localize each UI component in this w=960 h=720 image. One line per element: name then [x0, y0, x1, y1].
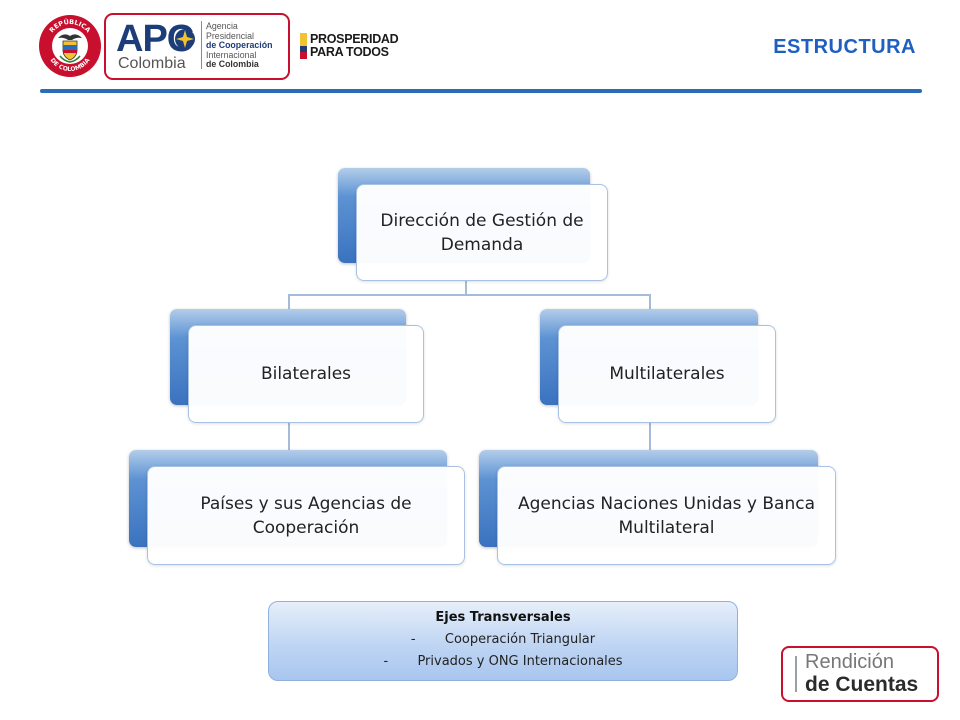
connector-root-down: [465, 280, 467, 296]
colombia-seal-logo: REPÚBLICA DE COLOMBIA: [39, 15, 101, 77]
rendicion-line1: Rendición: [805, 651, 894, 673]
node-label-panel: Bilaterales: [188, 325, 424, 423]
apc-star-icon: [175, 29, 195, 49]
page-title: ESTRUCTURA: [773, 36, 916, 58]
node-label-panel: Agencias Naciones Unidas y Banca Multila…: [497, 466, 836, 565]
ejes-item-text: Cooperación Triangular: [444, 632, 596, 647]
ejes-transversales-box: Ejes Transversales - Cooperación Triangul…: [268, 601, 738, 681]
ejes-item-bullet: -: [383, 654, 389, 669]
node-label: Bilaterales: [260, 364, 352, 384]
colombia-flag-icon: [300, 33, 307, 59]
org-node-root: Dirección de Gestión de Demanda: [338, 168, 608, 281]
connector-multilaterales-child: [649, 422, 651, 452]
org-node-agencias-naciones-unidas: Agencias Naciones Unidas y Banca Multila…: [479, 450, 836, 565]
apc-agency-line: Agencia: [206, 21, 238, 31]
rendicion-de-cuentas-logo: Rendición de Cuentas: [781, 646, 939, 702]
org-node-multilaterales: Multilaterales: [540, 309, 776, 423]
node-label-panel: Dirección de Gestión de Demanda: [356, 184, 608, 281]
rendicion-bar: [795, 656, 797, 692]
ejes-item: - Cooperación Triangular: [269, 632, 737, 647]
node-label: Agencias Naciones Unidas y Banca Multila…: [518, 493, 815, 538]
connector-right-down: [649, 294, 651, 310]
rendicion-line2: de Cuentas: [805, 673, 919, 696]
header-divider: [40, 89, 922, 93]
connector-horizontal: [288, 294, 651, 296]
connector-left-down: [288, 294, 290, 310]
node-label-panel: Países y sus Agencias de Cooperación: [147, 466, 465, 565]
node-label: Países y sus Agencias de Cooperación: [200, 493, 412, 538]
apc-country: Colombia: [118, 55, 186, 72]
connector-bilaterales-child: [288, 422, 290, 452]
node-label: Dirección de Gestión de Demanda: [380, 210, 584, 255]
node-label-panel: Multilaterales: [558, 325, 776, 423]
org-node-paises-agencias: Países y sus Agencias de Cooperación: [129, 450, 465, 565]
apc-agency-line: Presidencial: [206, 30, 254, 41]
prosperidad-para-todos-logo: PROSPERIDAD PARA TODOS: [300, 33, 415, 59]
apc-colombia-logo: APC Colombia Agencia Presidencial de Coo…: [104, 13, 290, 80]
apc-agency-line: de Colombia: [206, 59, 259, 70]
header: REPÚBLICA DE COLOMBIA APC Colombia Agenc…: [0, 0, 960, 100]
apc-divider: [201, 21, 202, 69]
ejes-item-bullet: -: [410, 632, 416, 647]
prosperidad-text: PROSPERIDAD PARA TODOS: [310, 32, 399, 59]
prosperidad-line: PARA TODOS: [310, 45, 389, 59]
ejes-item: - Privados y ONG Internacionales: [269, 654, 737, 669]
org-node-bilaterales: Bilaterales: [170, 309, 424, 423]
ejes-title: Ejes Transversales: [435, 610, 571, 625]
node-label: Multilaterales: [609, 364, 725, 384]
prosperidad-line: PROSPERIDAD: [310, 32, 399, 46]
apc-agency-line: de Cooperación: [206, 40, 273, 51]
apc-agency-line: Internacional: [206, 49, 257, 60]
ejes-item-text: Privados y ONG Internacionales: [417, 654, 623, 669]
apc-agency-name: Agencia Presidencial de Cooperación Inte…: [206, 21, 288, 70]
